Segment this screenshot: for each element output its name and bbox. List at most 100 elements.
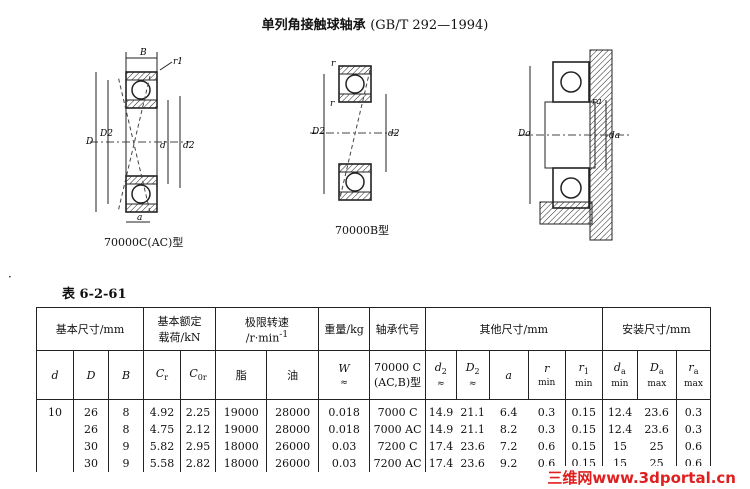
installation-figure: Da da ra	[517, 49, 630, 241]
table-cell: 23.6	[644, 423, 669, 436]
header-install-size: 安装尺寸/mm	[601, 307, 712, 351]
header-basic-load: 基本额定载荷/kN	[142, 307, 216, 351]
table-cell: 14.9	[428, 406, 454, 419]
table-cell: 8	[108, 399, 144, 421]
svg-text:d2: d2	[388, 129, 400, 139]
table-cell: 26	[84, 423, 99, 436]
col-C0r: C0r	[180, 350, 216, 400]
col-D: D	[73, 350, 109, 400]
table-cell: 5.82	[149, 440, 175, 453]
table-number: 表 6-2-61	[62, 287, 127, 302]
bearing-figure-1: B r1 D D2 d d2 a	[85, 48, 195, 223]
table-cell: 0.15	[564, 399, 603, 421]
header-weight: 重量/kg	[317, 307, 371, 351]
table-cell	[35, 438, 75, 455]
svg-text:Da: Da	[517, 129, 531, 139]
table-cell	[35, 421, 75, 438]
table-cell: 28000	[266, 421, 319, 438]
table-cell: 18000	[223, 440, 259, 453]
svg-text:da: da	[609, 131, 620, 141]
table-cell	[35, 455, 75, 472]
figure-caption-2: 70000B型	[335, 224, 390, 237]
col-oil: 油	[266, 350, 319, 400]
col-grease: 脂	[214, 350, 268, 400]
table-cell: 0.3	[675, 421, 712, 438]
col-Cr: Cr	[142, 350, 182, 400]
header-limit-speed: 极限转速/r·min-1	[214, 307, 319, 351]
table-cell: 12.4	[607, 423, 633, 436]
table-cell: 7.2	[499, 440, 518, 453]
table-cell: 14.9	[428, 423, 454, 436]
table-cell: 9	[108, 455, 144, 472]
table-cell: 30	[84, 440, 99, 453]
table-cell: 0.15	[564, 438, 603, 455]
col-D2: D2≈	[455, 350, 490, 400]
table-cell: 26000	[266, 438, 319, 455]
table-cell: 7000 C	[369, 399, 426, 421]
col-W: W≈	[317, 350, 371, 400]
svg-text:r1: r1	[173, 57, 183, 67]
col-code: 70000 C(AC,B)型	[369, 350, 426, 400]
table-cell: 25	[649, 440, 664, 453]
bullet-dot: ·	[8, 270, 12, 284]
standard-number: (GB/T 292—1994)	[370, 18, 489, 33]
table-cell: 8.2	[499, 423, 518, 436]
table-cell: 0.6	[537, 440, 556, 453]
svg-text:r: r	[330, 99, 335, 109]
svg-text:D2: D2	[99, 129, 113, 139]
svg-text:r: r	[331, 59, 336, 69]
table-cell: 23.6	[460, 457, 485, 470]
svg-text:D: D	[85, 137, 93, 147]
table-cell: 12.4	[607, 406, 633, 419]
table-cell: 0.03	[317, 455, 371, 472]
watermark: 三维网www.3dportal.cn	[543, 466, 740, 489]
bearing-drawings: B r1 D D2 d d2 a r r D2 d2	[85, 48, 630, 241]
header-code: 轴承代号	[369, 307, 426, 351]
table-cell: 7200 AC	[369, 455, 426, 472]
table-cell: 0.018	[317, 399, 371, 421]
table-cell: 23.6	[460, 440, 485, 453]
svg-text:a: a	[137, 213, 142, 223]
table-cell: 0.3	[675, 399, 712, 421]
table-cell: 15	[613, 440, 628, 453]
table-cell: 2.95	[180, 438, 216, 455]
table-cell: 17.4	[428, 457, 454, 470]
table-cell: 5.58	[149, 457, 175, 470]
header-basic-size: 基本尺寸/mm	[36, 307, 144, 351]
table-cell: 0.3	[537, 406, 556, 419]
table-cell: 9	[108, 438, 144, 455]
svg-text:d: d	[160, 141, 166, 151]
table-cell: 0.6	[675, 438, 712, 455]
table-cell: 0.018	[317, 421, 371, 438]
table-cell: 9.2	[499, 457, 518, 470]
table-cell: 23.6	[644, 406, 669, 419]
table-cell: 4.92	[149, 406, 175, 419]
table-cell: 21.1	[460, 406, 485, 419]
page-title: 单列角接触球轴承 (GB/T 292—1994)	[261, 18, 489, 33]
bearing-spec-table: 基本尺寸/mm 基本额定载荷/kN 极限转速/r·min-1 重量/kg 轴承代…	[35, 307, 712, 472]
svg-text:d2: d2	[183, 141, 195, 151]
table-cell: 8	[108, 421, 144, 438]
table-cell: 28000	[266, 399, 319, 421]
svg-text:D2: D2	[311, 127, 325, 137]
table-cell: 19000	[223, 423, 259, 436]
table-cell: 0.3	[537, 423, 556, 436]
table-cell: 17.4	[428, 440, 454, 453]
col-d: d	[35, 350, 75, 400]
col-B: B	[108, 350, 144, 400]
table-cell: 2.25	[180, 399, 216, 421]
table-cell: 0.03	[317, 438, 371, 455]
figure-caption-1: 70000C(AC)型	[104, 236, 184, 249]
table-cell: 2.82	[180, 455, 216, 472]
table-cell: 7200 C	[369, 438, 426, 455]
col-a: a	[488, 350, 529, 400]
table-cell: 26000	[266, 455, 319, 472]
